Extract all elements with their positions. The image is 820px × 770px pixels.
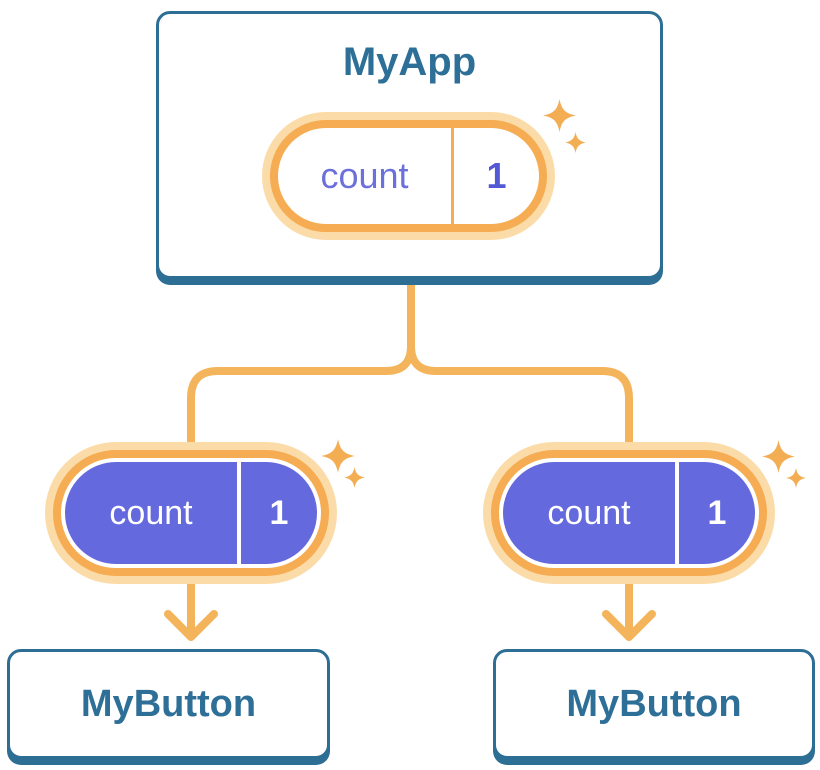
pill-divider bbox=[675, 462, 679, 564]
state-pill-label: count bbox=[320, 155, 409, 196]
state-pill-value: 1 bbox=[486, 155, 507, 196]
props-pill-label: count bbox=[109, 493, 193, 532]
pill-divider bbox=[237, 462, 241, 564]
myapp-card: MyApp count 1 bbox=[156, 11, 663, 279]
props-pill-left: count 1 bbox=[65, 462, 317, 564]
myapp-title: MyApp bbox=[342, 40, 477, 84]
mybutton-card-left: MyButton bbox=[7, 649, 330, 759]
mybutton-title: MyButton bbox=[566, 682, 742, 725]
props-pill-right: count 1 bbox=[503, 462, 755, 564]
branch-left-line bbox=[187, 280, 415, 456]
pill-divider bbox=[451, 128, 454, 224]
props-pill-value: 1 bbox=[269, 493, 289, 532]
sparkles-icon bbox=[321, 439, 365, 488]
state-pill: count 1 bbox=[270, 120, 547, 232]
arrow-down-icon bbox=[602, 610, 656, 641]
props-pill-value: 1 bbox=[707, 493, 727, 532]
mybutton-card-right: MyButton bbox=[493, 649, 815, 759]
branch-right-line bbox=[407, 280, 633, 456]
mybutton-title: MyButton bbox=[80, 682, 257, 725]
props-pill-label: count bbox=[547, 493, 631, 532]
sparkles-icon bbox=[762, 440, 806, 488]
arrow-down-icon bbox=[164, 610, 218, 641]
